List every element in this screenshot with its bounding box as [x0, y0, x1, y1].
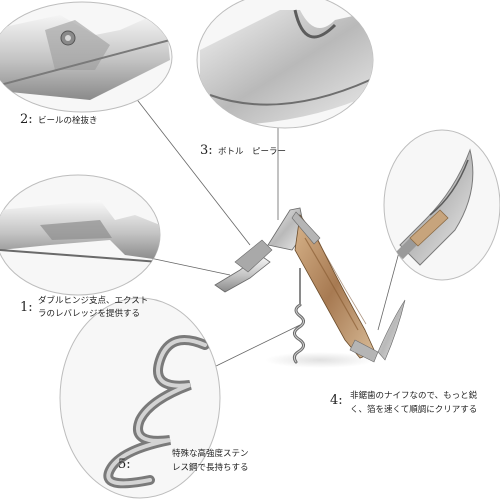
zoom-knife — [383, 129, 500, 281]
callout-3-text: ボトル ピーラー — [218, 147, 287, 157]
callout-4-text-line1: 非鋸歯のナイフなので、もっと鋭 — [350, 391, 478, 401]
callout-3-number: 3: — [200, 143, 213, 158]
callout-5-text-line2: レス鋼で長持ちする — [172, 463, 249, 473]
callout-2-text: ビールの栓抜き — [38, 116, 98, 126]
callout-4-text-line2: く、箔を速くて順調にクリアする — [350, 405, 478, 415]
callout-1-text-line2: ラのレバレッジを提供する — [38, 309, 141, 319]
zoom-double-hinge — [0, 174, 161, 296]
zoom-corkscrew — [59, 297, 221, 499]
callout-1-text-line1: ダブルヒンジ支点、エクスト — [38, 296, 149, 306]
callout-5-number: 5: — [118, 457, 131, 472]
callout-5-text-line1: 特殊な高強度ステン — [172, 449, 249, 459]
zoom-bottle-peeler — [196, 0, 374, 129]
callout-4-number: 4: — [330, 393, 343, 408]
zoom-beer-opener — [0, 1, 173, 113]
main-waiter-corkscrew — [214, 207, 406, 368]
callout-1-number: 1: — [20, 300, 33, 315]
callout-2-number: 2: — [20, 112, 33, 127]
